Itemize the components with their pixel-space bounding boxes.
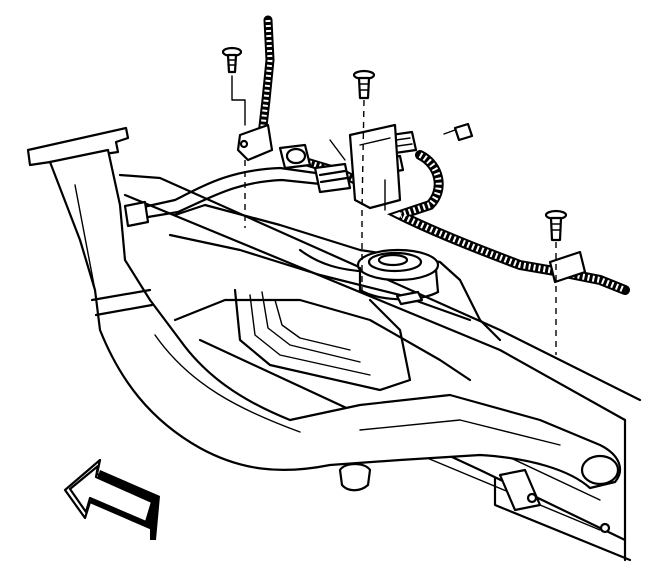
sensor-line	[123, 166, 332, 228]
electrical-connector-center	[313, 162, 352, 194]
alignment-lines	[244, 139, 557, 355]
fastener-bolt-left	[221, 46, 246, 126]
harness-bracket-left	[236, 123, 274, 162]
direction-arrow	[63, 458, 160, 540]
exhaust-flange	[26, 126, 130, 167]
wiring-harness	[257, 15, 630, 295]
fuel-tank	[168, 203, 502, 392]
fuel-pump-collar	[356, 248, 440, 306]
fastener-bolt-center	[352, 69, 376, 211]
pipe-outlet	[580, 454, 620, 486]
electrical-connector-left	[278, 143, 312, 170]
harness-bracket-center	[348, 123, 402, 210]
pipe-joint	[90, 288, 154, 317]
fastener-bolt-far-right	[544, 209, 568, 242]
harness-clip-right	[548, 250, 587, 284]
exhaust-hanger	[338, 462, 372, 492]
exhaust-pipe	[26, 126, 622, 492]
fastener-nut-right	[443, 122, 474, 142]
